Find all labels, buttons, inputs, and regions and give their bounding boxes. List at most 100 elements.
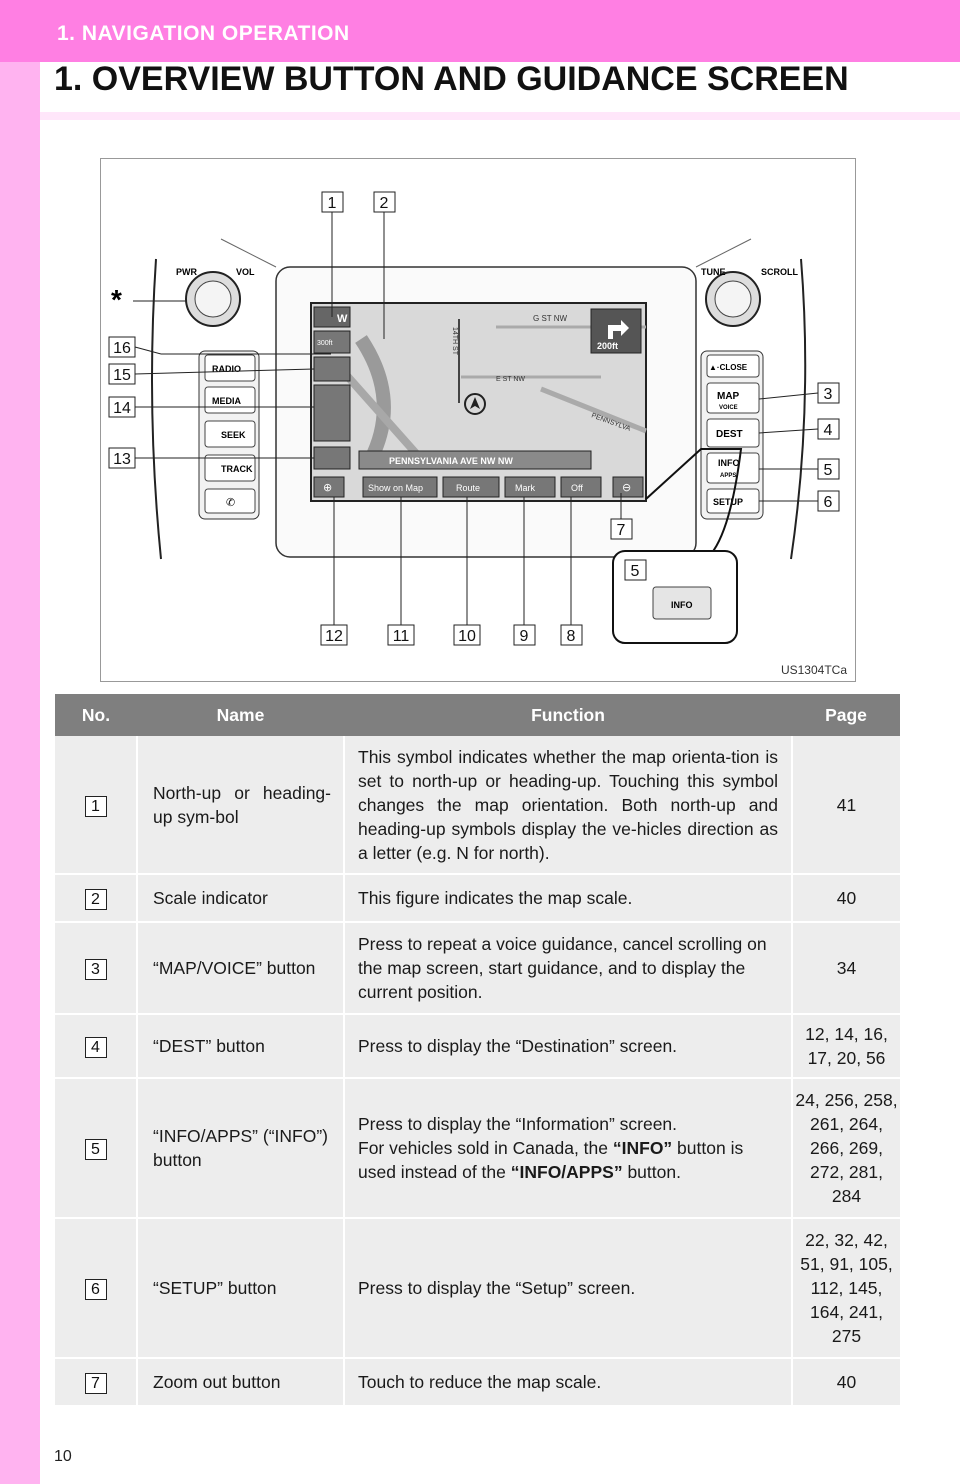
svg-text:11: 11 (393, 628, 410, 645)
zoom-in-button[interactable] (313, 476, 345, 498)
tune-label: TUNE (701, 267, 726, 277)
col-header-no: No. (55, 694, 137, 736)
map-voice-button[interactable] (706, 382, 760, 414)
col-header-name: Name (137, 694, 344, 736)
table-row: 5 “INFO/APPS” (“INFO”) button Press to d… (55, 1078, 900, 1219)
svg-text:3: 3 (824, 386, 833, 403)
seek-label: SEEK (221, 430, 246, 440)
apps-label: APPS (720, 473, 736, 479)
figure-code: US1304TCa (780, 663, 847, 677)
phone-icon: ✆ (226, 497, 235, 509)
row-name: “SETUP” button (137, 1218, 345, 1359)
row-function: Press to display the “Setup” screen. (344, 1218, 793, 1359)
row-function: This symbol indicates whether the map or… (344, 736, 793, 875)
row-function: Press to display the “Information” scree… (344, 1078, 793, 1219)
track-button[interactable] (204, 454, 256, 482)
media-label: MEDIA (212, 396, 242, 406)
svg-text:15: 15 (113, 367, 131, 384)
close-button[interactable] (706, 354, 760, 378)
mark-button[interactable] (504, 476, 556, 498)
section-header-bar (0, 0, 960, 62)
row-number-box: 4 (84, 1037, 107, 1058)
row-page: 24, 256, 258, 261, 264, 266, 269, 272, 2… (792, 1078, 900, 1219)
svg-text:10: 10 (458, 628, 476, 645)
title-underline-band (40, 112, 960, 120)
current-road-bar (358, 450, 592, 470)
asterisk-marker: * (111, 284, 122, 315)
pwr-label: PWR (176, 267, 197, 277)
map-label: MAP (717, 391, 740, 402)
left-margin-band (0, 62, 40, 1484)
section-title: 1. NAVIGATION OPERATION (57, 22, 350, 45)
street-label-g: G ST NW (533, 314, 568, 323)
map-strip-item-15[interactable] (313, 356, 351, 382)
row-number-box: 1 (84, 795, 107, 817)
close-label: ▲·CLOSE (709, 363, 748, 372)
show-on-map-label: Show on Map (368, 483, 423, 493)
row-function: Touch to reduce the map scale. (344, 1358, 793, 1407)
row-name: Scale indicator (137, 874, 345, 923)
svg-text:2: 2 (380, 195, 389, 212)
seek-button[interactable] (204, 420, 256, 448)
mute-off-label: Off (571, 483, 583, 493)
svg-text:13: 13 (113, 451, 131, 468)
zoom-in-icon: ⊕ (323, 482, 332, 494)
table-row: 2 Scale indicator This figure indicates … (55, 874, 900, 923)
svg-text:16: 16 (113, 340, 131, 357)
row-page: 40 (792, 874, 900, 923)
turn-right-icon (608, 320, 629, 339)
street-label-14th: 14TH ST (451, 327, 458, 356)
zoom-out-button[interactable] (612, 476, 644, 498)
radio-button[interactable] (204, 354, 256, 382)
map-mode-button[interactable] (313, 446, 351, 470)
col-header-page: Page (792, 694, 900, 736)
callout-5-inset (624, 559, 647, 581)
row-number-box: 5 (84, 1139, 107, 1160)
head-unit-illustration: PWR VOL RADIO MEDIA SEEK TRACK ✆ TUNE SC… (108, 191, 840, 646)
svg-text:7: 7 (617, 522, 626, 539)
function-line-1: Press to display the “Information” scree… (358, 1114, 678, 1134)
info-button-canada[interactable] (652, 586, 712, 620)
svg-text:4: 4 (824, 422, 833, 439)
svg-text:14: 14 (113, 400, 131, 417)
turn-distance: 200ft (597, 341, 618, 351)
row-number-box: 7 (84, 1373, 107, 1394)
show-on-map-button[interactable] (362, 476, 438, 498)
row-function: Press to repeat a voice guidance, cancel… (344, 922, 793, 1015)
radio-label: RADIO (212, 364, 241, 374)
table-row: 1 North-up or heading-up sym-bol This sy… (55, 736, 900, 875)
row-page: 22, 32, 42, 51, 91, 105, 112, 145, 164, … (792, 1218, 900, 1359)
row-name: “INFO/APPS” (“INFO”) button (137, 1078, 345, 1219)
scale-indicator (313, 330, 351, 354)
row-number-box: 2 (84, 889, 107, 910)
info-apps-term: “INFO/APPS” (510, 1162, 623, 1182)
info-apps-button[interactable] (706, 452, 760, 484)
row-number-box: 3 (84, 959, 107, 980)
svg-text:5: 5 (631, 563, 640, 580)
vol-label: VOL (236, 267, 255, 277)
setup-label: SETUP (713, 497, 743, 507)
mark-label: Mark (515, 483, 535, 493)
dest-label: DEST (716, 429, 743, 440)
current-road-name: PENNSYLVANIA AVE NW NW (389, 456, 513, 466)
row-page: 34 (792, 922, 900, 1015)
row-function: Press to display the “Destination” scree… (344, 1014, 793, 1079)
page-title: 1. OVERVIEW BUTTON AND GUIDANCE SCREEN (54, 60, 849, 98)
row-number-box: 6 (84, 1279, 107, 1300)
row-name: “DEST” button (137, 1014, 345, 1079)
route-button[interactable] (442, 476, 500, 498)
svg-text:8: 8 (567, 628, 576, 645)
row-name: North-up or heading-up sym-bol (137, 736, 345, 875)
table-row: 6 “SETUP” button Press to display the “S… (55, 1218, 900, 1359)
scroll-label: SCROLL (761, 267, 799, 277)
zoom-out-icon: ⊖ (622, 482, 631, 494)
phone-button[interactable] (204, 488, 256, 514)
head-unit-figure: PWR VOL RADIO MEDIA SEEK TRACK ✆ TUNE SC… (100, 158, 856, 682)
col-header-function: Function (344, 694, 792, 736)
mute-off-button[interactable] (560, 476, 602, 498)
table-row: 7 Zoom out button Touch to reduce the ma… (55, 1358, 900, 1407)
info-canada-label: INFO (671, 600, 693, 610)
heading-letter: W (337, 313, 348, 325)
svg-text:5: 5 (824, 462, 833, 479)
svg-text:1: 1 (328, 195, 337, 212)
